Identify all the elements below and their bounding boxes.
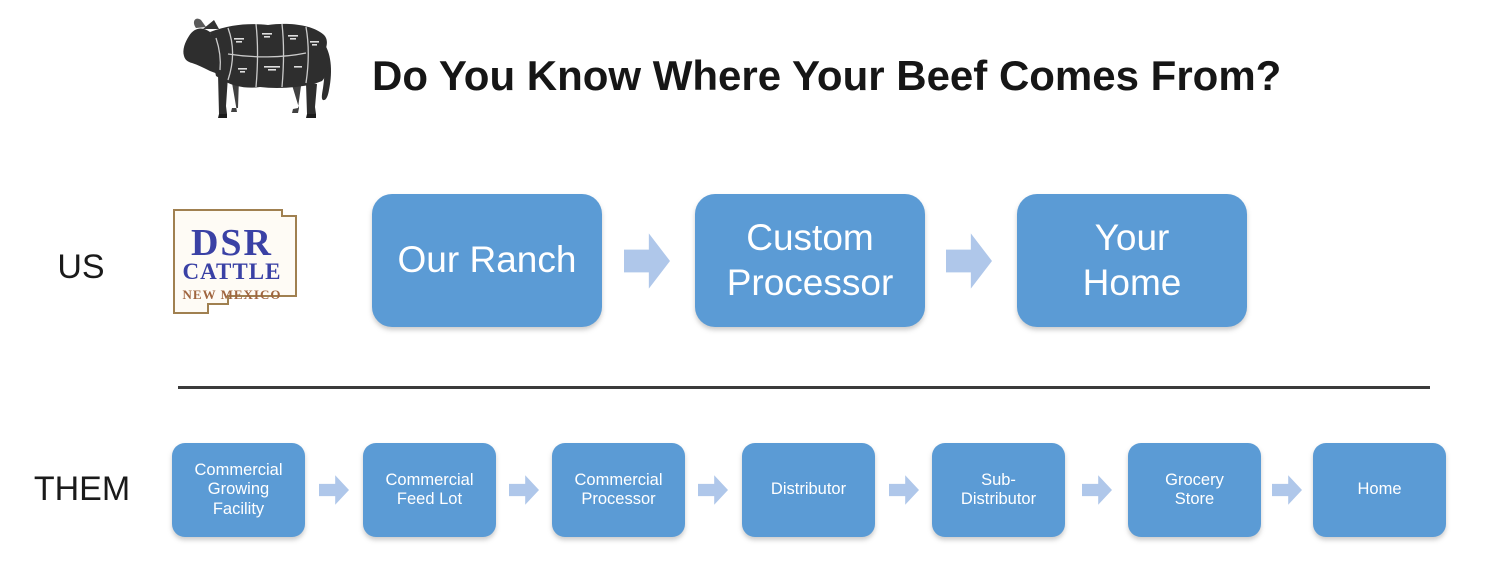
cow-silhouette <box>183 18 331 118</box>
divider-line <box>178 386 1430 389</box>
us-step-custom-processor: Custom Processor <box>695 194 925 327</box>
them-row-label: THEM <box>33 470 131 508</box>
flow-arrow-icon <box>1272 475 1302 505</box>
flow-arrow-icon <box>1082 475 1112 505</box>
new-mexico-outline <box>173 209 297 314</box>
beef-cuts-cow-image <box>183 18 331 118</box>
flow-arrow-icon <box>889 475 919 505</box>
flow-arrow-icon <box>946 233 992 289</box>
us-step-our-ranch: Our Ranch <box>372 194 602 327</box>
flow-arrow-icon <box>319 475 349 505</box>
dsr-cattle-logo: DSR CATTLE NEW MEXICO <box>168 200 302 322</box>
them-step-home: Home <box>1313 443 1446 537</box>
page-title: Do You Know Where Your Beef Comes From? <box>372 52 1282 99</box>
us-row-label: US <box>57 248 105 286</box>
logo-line-new-mexico: NEW MEXICO <box>182 286 282 302</box>
flow-arrow-icon <box>624 233 670 289</box>
them-step-sub-distributor: Sub- Distributor <box>932 443 1065 537</box>
logo-line-cattle: CATTLE <box>182 258 282 284</box>
them-step-commercial-processor: Commercial Processor <box>552 443 685 537</box>
them-step-commercial-feed-lot: Commercial Feed Lot <box>363 443 496 537</box>
dsr-logo-text: DSR CATTLE NEW MEXICO <box>168 200 296 314</box>
them-step-commercial-growing-facility: Commercial Growing Facility <box>172 443 305 537</box>
them-step-distributor: Distributor <box>742 443 875 537</box>
cow-cut-labels <box>234 33 319 73</box>
cow-cut-lines <box>215 23 309 88</box>
flow-arrow-icon <box>698 475 728 505</box>
us-step-your-home: Your Home <box>1017 194 1247 327</box>
them-step-grocery-store: Grocery Store <box>1128 443 1261 537</box>
logo-line-dsr: DSR <box>190 221 274 264</box>
flow-arrow-icon <box>509 475 539 505</box>
